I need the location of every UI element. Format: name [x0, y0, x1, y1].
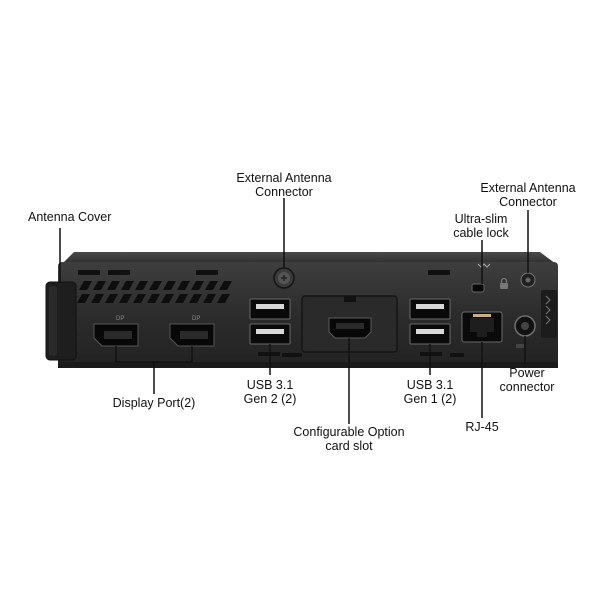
label-power-connector: Power connector: [499, 366, 555, 394]
vent-grille: [77, 281, 232, 303]
display-port-1: DP: [93, 316, 139, 347]
lock-icon: [500, 277, 508, 289]
antenna-connector-center: [273, 267, 295, 289]
cable-lock-slot: [471, 263, 491, 293]
svg-text:DP: DP: [192, 316, 200, 322]
callout-lines: [59, 198, 529, 424]
label-usb-gen1: USB 3.1 Gen 1 (2): [403, 378, 457, 406]
label-rj45: RJ-45: [465, 420, 499, 434]
label-ultra-slim-cable-lock: Ultra-slim cable lock: [453, 212, 509, 240]
label-display-port: Display Port(2): [112, 396, 196, 410]
power-connector: [514, 315, 536, 348]
side-latch: [541, 290, 557, 338]
label-configurable-option: Configurable Option card slot: [293, 425, 405, 453]
label-usb-gen2: USB 3.1 Gen 2 (2): [243, 378, 297, 406]
label-external-antenna-right: External Antenna Connector: [480, 181, 576, 209]
rj45-port: [461, 311, 503, 343]
svg-text:DP: DP: [116, 316, 124, 322]
config-option-slot: [301, 295, 398, 353]
chassis-top: [62, 252, 556, 264]
display-port-2: DP: [169, 316, 215, 347]
label-antenna-cover: Antenna Cover: [28, 210, 112, 224]
label-external-antenna-center: External Antenna Connector: [236, 171, 332, 199]
antenna-connector-right: [520, 272, 536, 288]
